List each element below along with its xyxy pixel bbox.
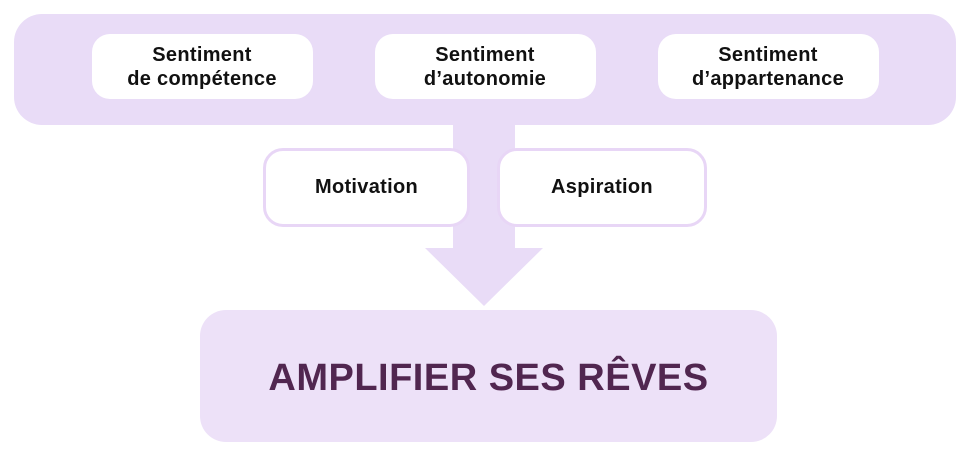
mediator-label-aspiration: Aspiration [551,176,653,198]
factor-label-appartenance: Sentiment d’appartenance [691,43,845,90]
factor-card-autonomie: Sentiment d’autonomie [374,34,596,99]
factor-card-appartenance: Sentiment d’appartenance [657,34,879,99]
factors-band: Sentiment de compétence Sentiment d’auto… [14,14,956,125]
factor-card-competence: Sentiment de compétence [91,34,313,99]
mediator-label-motivation: Motivation [315,176,418,198]
factor-label-competence: Sentiment de compétence [127,43,277,90]
factor-label-autonomie: Sentiment d’autonomie [423,43,547,90]
outcome-box: AMPLIFIER SES RÊVES [200,310,777,442]
factors-row: Sentiment de compétence Sentiment d’auto… [14,34,956,99]
mediator-card-motivation: Motivation [263,148,470,227]
mediator-card-aspiration: Aspiration [497,148,707,227]
outcome-title: AMPLIFIER SES RÊVES [268,356,709,399]
